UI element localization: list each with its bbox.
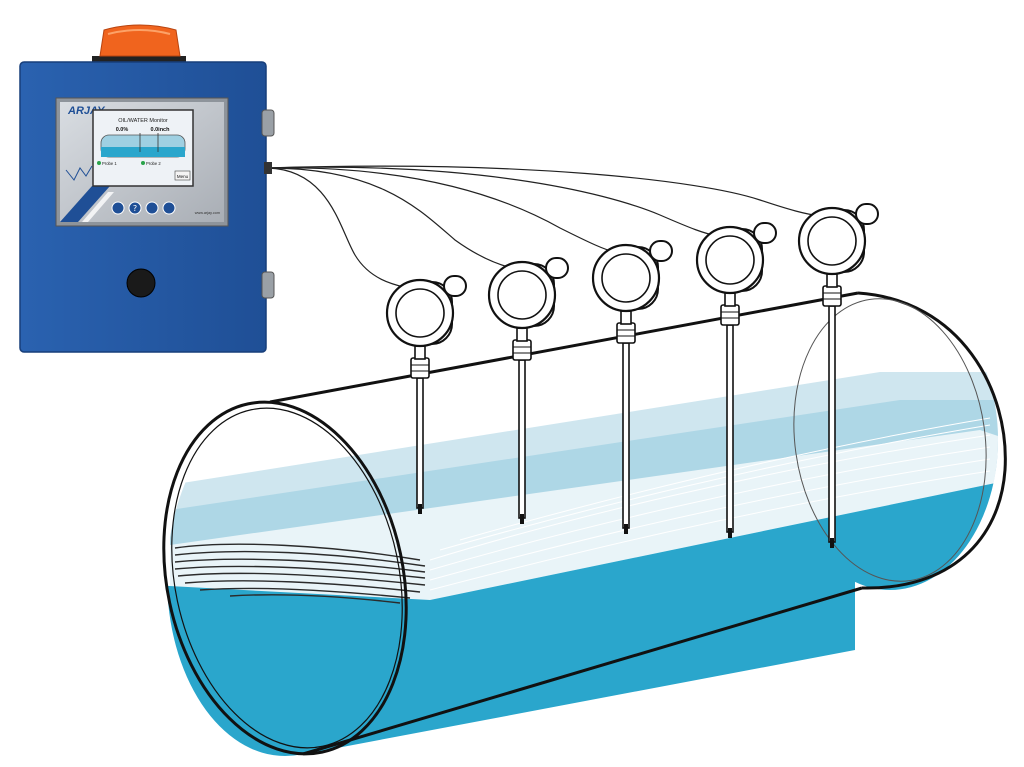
oil-sheen-lines	[429, 417, 991, 591]
help-icon: ?	[133, 204, 137, 213]
tank-front-opening-inner	[171, 407, 403, 749]
signal-trace	[65, 165, 93, 181]
probe-fitting	[512, 339, 532, 361]
bezel-decoration	[60, 186, 110, 222]
tank-far-end-inner	[793, 298, 987, 582]
probe-4	[695, 222, 777, 538]
probe-tip	[520, 514, 524, 524]
probe-2	[487, 257, 569, 524]
tools-button[interactable]	[162, 201, 176, 215]
reading-inch: 0.0inch	[151, 127, 171, 133]
probe-neck	[516, 327, 528, 342]
probe-rod	[518, 359, 526, 519]
probe-1	[385, 275, 467, 514]
tank-front-opening	[162, 400, 408, 756]
pipe-tank	[162, 290, 1007, 756]
tank-far-end	[857, 291, 1007, 590]
probe-cable-entry	[443, 275, 467, 297]
oil-slick	[174, 543, 426, 604]
probe-3	[591, 240, 673, 534]
control-knob[interactable]	[126, 268, 156, 298]
probe-rod	[622, 342, 630, 529]
controller-enclosure: ARJAY OIL/WATER Monitor 0.0% 0.0inch Pro…	[19, 24, 275, 353]
website-text: www.arjay.com	[195, 211, 220, 215]
hinge-top	[261, 109, 275, 137]
cable-gland	[264, 162, 272, 174]
probe-housing-window	[497, 270, 547, 320]
probe-neck	[414, 345, 426, 360]
probe-rod	[828, 305, 836, 543]
probe-2-status: Probe 2	[146, 161, 161, 166]
probes	[385, 203, 879, 548]
probe-tip	[728, 528, 732, 538]
tank-top-edge	[269, 291, 859, 404]
probe-5	[797, 203, 879, 548]
probe-fitting	[720, 304, 740, 326]
tank-bottom-edge	[302, 586, 863, 756]
probe-rod	[726, 324, 734, 533]
menu-button-label: Menu	[177, 174, 189, 179]
probe-housing-window	[601, 253, 651, 303]
probe-tip	[418, 504, 422, 514]
probe-cable-entry	[649, 240, 673, 262]
home-button[interactable]	[111, 201, 125, 215]
nav-buttons: ?	[111, 201, 176, 215]
probe-cables	[267, 165, 821, 289]
cable-probe-1	[267, 167, 409, 289]
probe-neck	[620, 310, 632, 325]
reading-percent: 0.0%	[116, 127, 129, 133]
cable-probe-3	[267, 167, 616, 253]
probe-housing-window	[705, 235, 755, 285]
probe-fitting	[616, 322, 636, 344]
probe-neck	[724, 292, 736, 307]
probe-cable-entry	[855, 203, 879, 225]
probe-fitting	[410, 357, 430, 379]
hinge-bottom	[261, 271, 275, 299]
probe-cable-entry	[545, 257, 569, 279]
menu-button[interactable]	[174, 170, 191, 181]
cable-probe-5	[267, 165, 821, 217]
probe-rod	[416, 377, 424, 509]
probe-neck	[826, 273, 838, 288]
probe-1-status: Probe 1	[102, 161, 117, 166]
settings-button[interactable]	[145, 201, 159, 215]
cable-probe-2	[267, 167, 513, 269]
probe-cable-entry	[753, 222, 777, 244]
probe-housing-window	[395, 288, 445, 338]
help-button[interactable]	[128, 201, 142, 215]
probe-housing-window	[807, 216, 857, 266]
screen-title: OIL/WATER Monitor	[118, 118, 168, 124]
cable-probe-4	[267, 166, 719, 237]
probe-tip	[624, 524, 628, 534]
probe-tip	[830, 538, 834, 548]
probe-fitting	[822, 285, 842, 307]
